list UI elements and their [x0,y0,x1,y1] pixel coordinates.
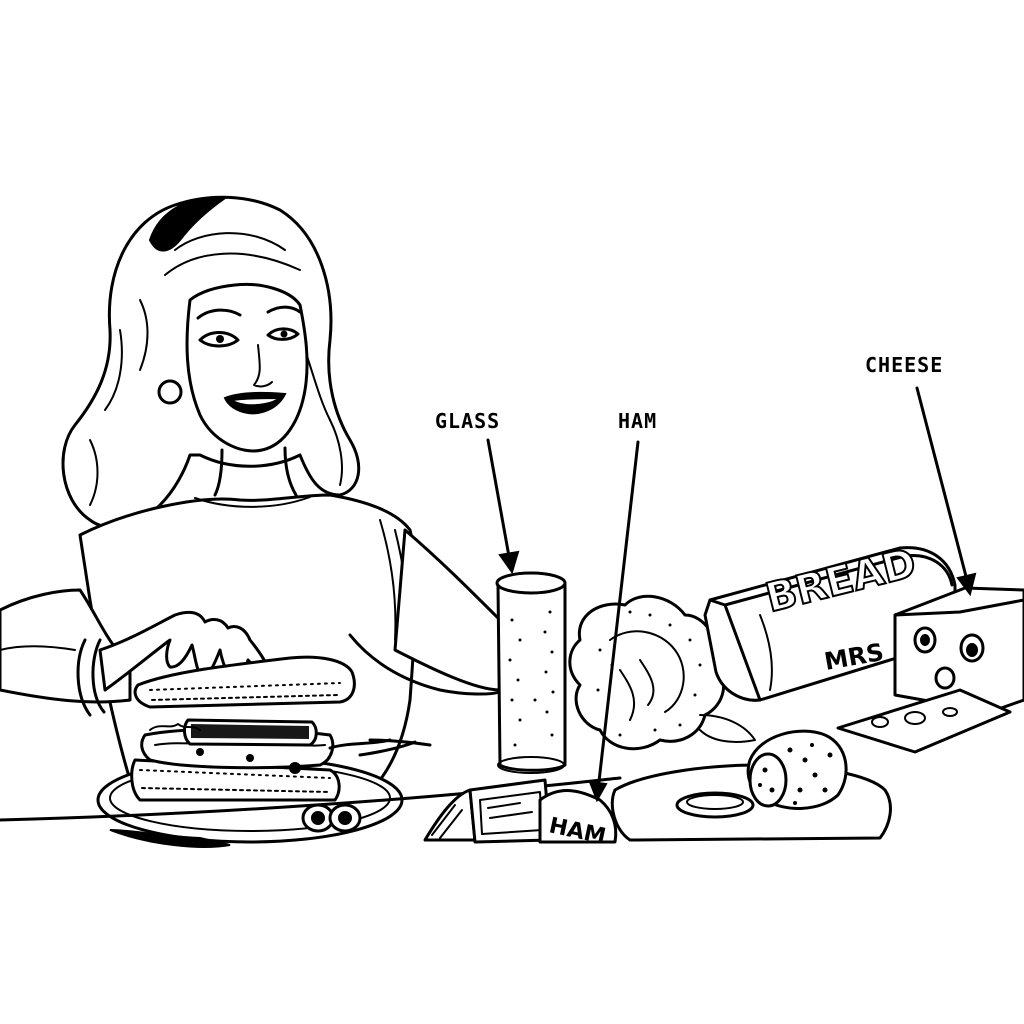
ham-package-icon: HAM [423,778,618,850]
bread-loaf-icon: BREAD MRS [703,539,957,702]
headband [148,196,228,252]
label-ham: HAM [588,409,657,803]
face [185,282,309,453]
label-cheese-text: CHEESE [865,353,943,377]
cheese-block-icon [836,586,1024,754]
sausage-icon [675,729,848,819]
sandwich-icon [130,655,392,833]
earring-icon [157,379,183,405]
label-ham-text: HAM [618,409,657,433]
woman-figure [0,195,502,782]
table-edge [0,776,622,822]
glass-icon [495,571,567,774]
label-glass-text: GLASS [435,409,500,433]
label-glass: GLASS [435,409,520,575]
label-cheese: CHEESE [865,353,977,597]
